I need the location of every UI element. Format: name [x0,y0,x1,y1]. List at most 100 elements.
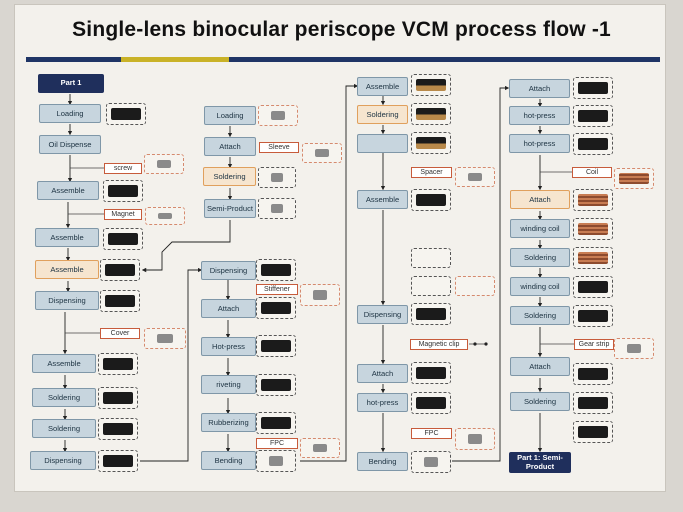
step-assemble: Assemble [32,354,96,373]
part-sample [98,387,138,409]
part-sample [455,428,495,450]
part-sample [144,154,184,174]
step-hot-press: hot-press [509,106,570,125]
part-sample [411,132,451,154]
step-attach-highlight: Attach [510,190,570,209]
part-sample [100,290,140,312]
part-sample [98,353,138,375]
part-sample [300,284,340,306]
part-sample [103,228,143,250]
step-attach: Attach [510,357,570,376]
part-sample [256,297,296,319]
part-sample [573,105,613,127]
page-title: Single-lens binocular periscope VCM proc… [72,18,611,41]
step-soldering: Soldering [510,392,570,411]
step-hot-press: Hot-press [201,337,256,356]
part-sample [614,168,654,189]
part-sample [258,105,298,126]
part-sample [573,421,613,443]
material-label-coil: Coil [572,167,612,178]
part-sample [573,392,613,414]
step-rubberizing: Rubberizing [201,413,256,432]
part1-semi-product: Part 1: Semi-Product [509,452,571,473]
empty-slot [411,248,451,268]
step-attach: Attach [357,364,408,383]
step-soldering-highlight: Soldering [203,167,256,186]
title-rule [26,57,660,62]
part-sample [573,305,613,327]
part-sample [573,189,613,211]
step-dispensing: Dispensing [30,451,96,470]
step-soldering: Soldering [510,306,570,325]
material-label-fpc: FPC [256,438,298,449]
part-sample [256,259,296,281]
part-sample [573,276,613,298]
material-label-cover: Cover [100,328,140,339]
step-dispensing: Dispensing [201,261,256,280]
step-attach: Attach [201,299,256,318]
part-sample [411,362,451,384]
part-sample [256,450,296,472]
part-sample [411,303,451,325]
step-hot-press: hot-press [509,134,570,153]
part-sample [100,259,140,281]
part-sample [98,418,138,440]
step-assemble: Assemble [357,77,408,96]
part-sample [145,207,185,225]
part-sample [411,451,451,473]
step-soldering: Soldering [32,419,96,438]
part-sample [573,218,613,240]
step-winding-coil: winding coil [510,219,570,238]
step-blank [357,134,408,153]
part-sample [103,180,143,202]
part-sample [614,338,654,359]
step-riveting: riveting [201,375,256,394]
part-sample [411,189,451,211]
part-sample [106,103,146,125]
material-label-fpc: FPC [411,428,452,439]
material-label-sleeve: Sleeve [259,142,299,153]
part-sample [411,74,451,96]
part-sample [573,363,613,385]
part-sample [411,392,451,414]
step-loading: Loading [204,106,256,125]
part-sample [302,143,342,163]
step-loading: Loading [39,104,101,123]
material-label-screw: screw [104,163,142,174]
part-sample [455,167,495,187]
part-sample [573,133,613,155]
step-hot-press: hot-press [357,393,408,412]
step-soldering-highlight: Soldering [357,105,408,124]
step-assemble: Assemble [357,190,408,209]
part-sample [256,335,296,357]
part1-label: Part 1 [38,74,104,93]
part-sample [573,77,613,99]
part-sample [256,412,296,434]
part-sample [411,103,451,125]
step-bending: Bending [357,452,408,471]
step-assemble: Assemble [37,181,99,200]
step-winding-coil: winding coil [510,277,570,296]
step-soldering: Soldering [32,388,96,407]
part-sample [300,438,340,458]
empty-slot [411,276,451,296]
step-bending: Bending [201,451,256,470]
step-semi-product: Semi-Product [204,199,256,218]
step-attach: Attach [204,137,256,156]
step-attach: Attach [509,79,570,98]
step-dispensing: Dispensing [35,291,99,310]
step-assemble-highlight: Assemble [35,260,99,279]
step-dispensing: Dispensing [357,305,408,324]
material-label-gear-strip: Gear strip [574,339,614,350]
material-label-spacer: Spacer [411,167,452,178]
part-sample [98,450,138,472]
part-sample [258,167,296,188]
material-label-stiffener: Stiffener [256,284,298,295]
part-sample [144,328,186,349]
step-assemble: Assemble [35,228,99,247]
part-sample [573,247,613,269]
material-label-magnet: Magnet [104,209,142,220]
empty-slot [455,276,495,296]
step-soldering: Soldering [510,248,570,267]
